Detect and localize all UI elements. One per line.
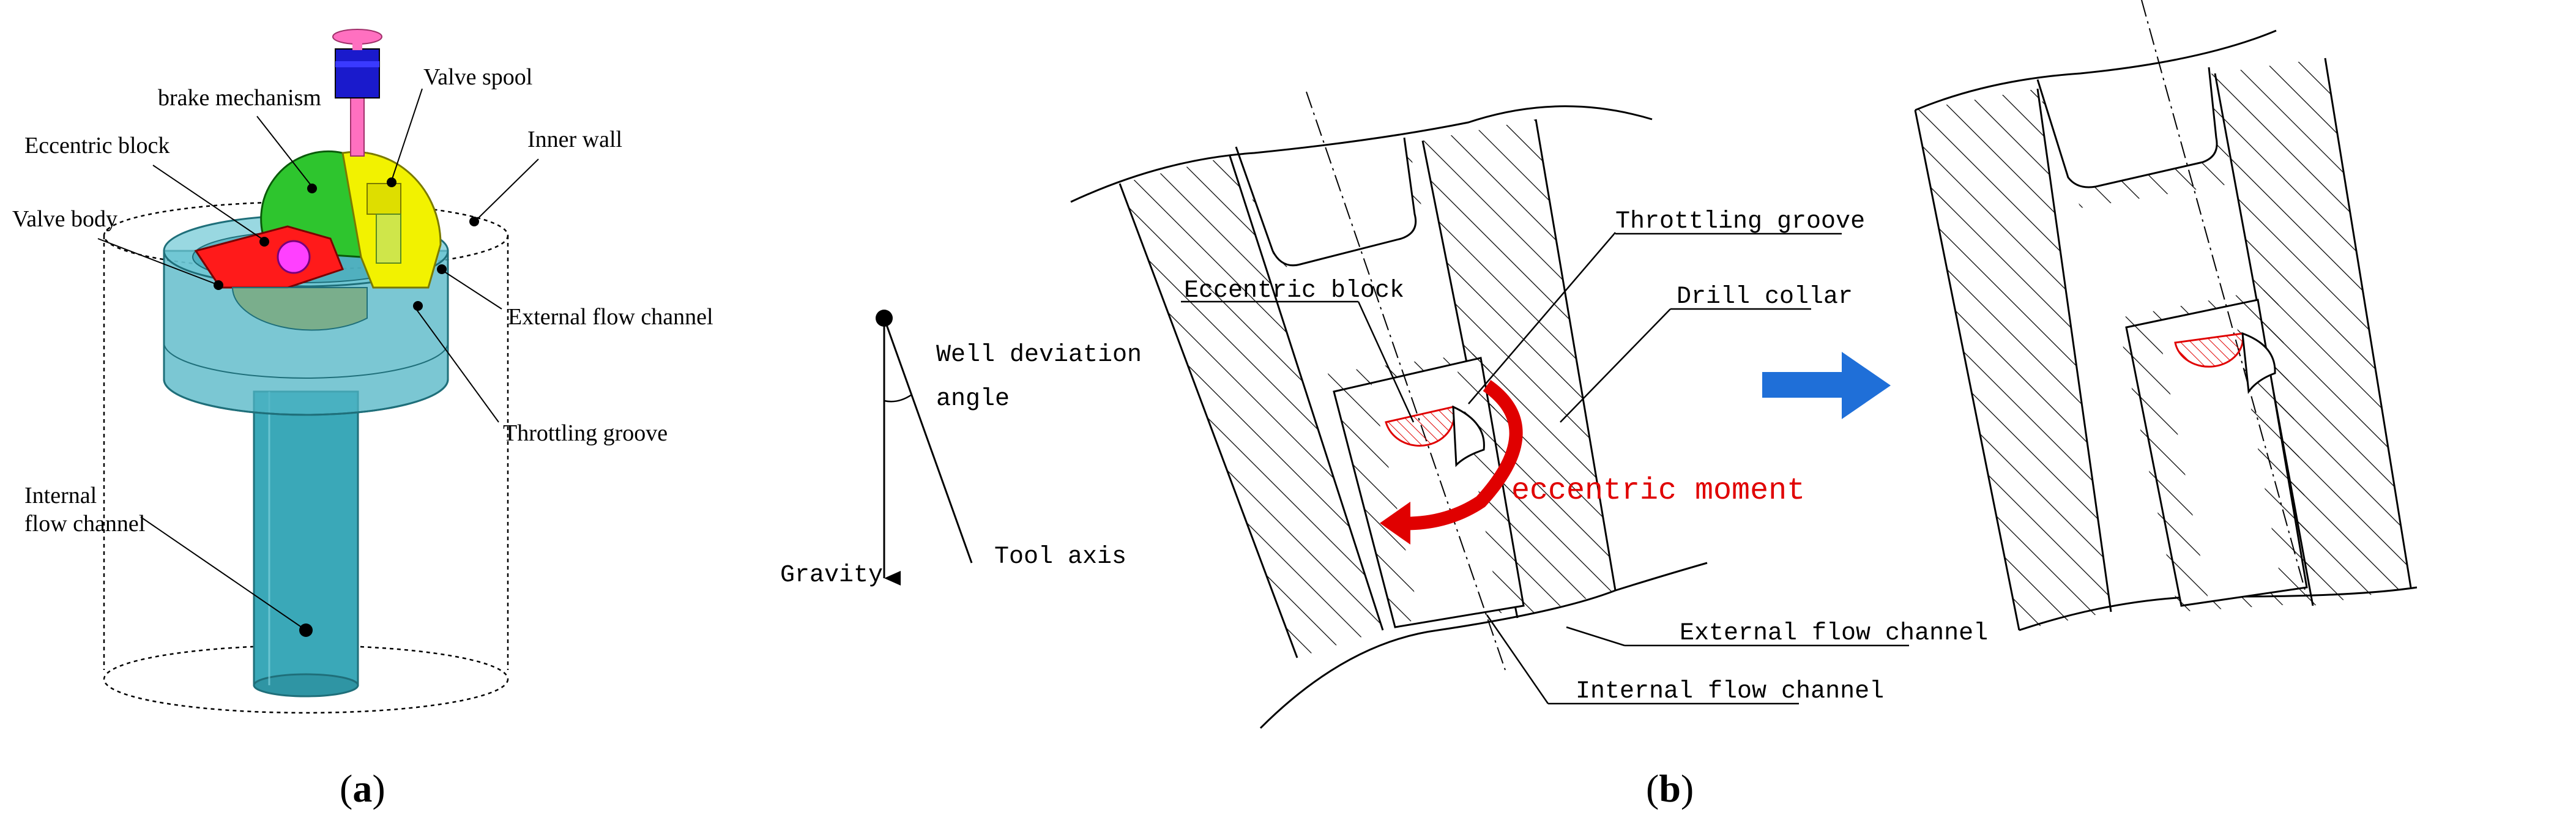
transition-arrow [1762,352,1891,419]
label-drill-collar: Drill collar [1677,283,1853,311]
label-throttling-groove-b: Throttling groove [1615,208,1865,236]
label-internal-flow-channel-b: Internal flow channel [1576,678,1884,705]
label-eccentric-block: Eccentric block [24,133,169,158]
label-external-flow-channel-b: External flow channel [1680,620,1988,647]
internal-flow-shaft [253,390,359,698]
label-tool-axis: Tool axis [994,543,1126,571]
panel-b-cross-section-1: Throttling groove Eccentric block Drill … [1070,91,1988,729]
well-deviation-diagram: Well deviation angle Gravity Tool axis [780,310,1142,589]
caption-a: (a) [340,767,385,810]
valve-mechanism [194,29,442,331]
label-well-deviation-1: Well deviation [936,341,1142,369]
label-brake-mechanism: brake mechanism [158,85,321,111]
panel-a-leaders [97,88,539,631]
label-valve-body: Valve body [12,206,117,232]
panel-a-valve-model: Valve spool brake mechanism Eccentric bl… [12,29,713,810]
label-gravity: Gravity [780,562,883,589]
label-throttling-groove: Throttling groove [503,420,668,446]
caption-b: (b) [1646,767,1694,810]
label-eccentric-moment: eccentric moment [1511,474,1805,508]
panel-b-cross-section-2 [1914,0,2418,631]
label-inner-wall: Inner wall [527,127,622,152]
label-external-flow-channel: External flow channel [508,304,713,330]
label-well-deviation-2: angle [936,385,1010,413]
label-eccentric-block-b: Eccentric block [1184,277,1404,305]
dashed-bounding-cylinder [103,201,509,714]
label-valve-spool: Valve spool [423,64,532,90]
panel-a-dots [214,177,479,637]
